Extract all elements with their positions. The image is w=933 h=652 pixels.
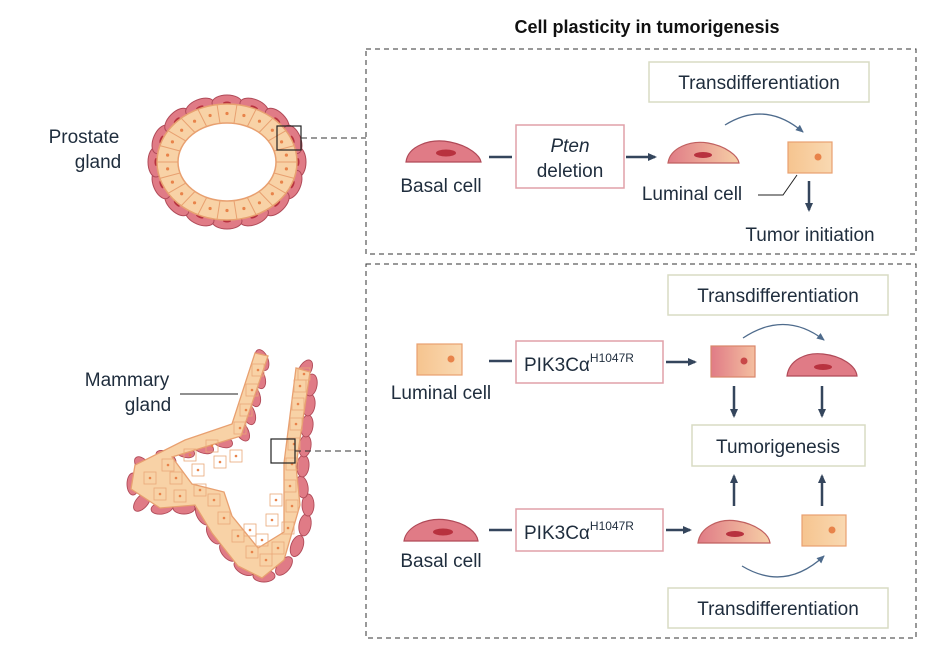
bottom-transdiff-bottom-label: Transdifferentiation: [697, 599, 859, 620]
bottom-luminal-cell-label: Luminal cell: [391, 383, 491, 404]
pik3ca-luminal-label: PIK3CαH1047R: [524, 351, 634, 376]
bottom-panel: [365, 263, 917, 639]
bottom-transdiff-top-box: [667, 274, 889, 316]
bottom-transdiff-bottom-box: [667, 587, 889, 629]
tumorigenesis-label: Tumorigenesis: [716, 437, 840, 458]
mammary-gland-illustration: [126, 349, 318, 583]
top-transdiff-box: [648, 61, 870, 103]
pten-gene-label: Pten: [550, 136, 589, 157]
bottom-luminal-result-cell: [801, 514, 847, 547]
bottom-basal-cell-label: Basal cell: [400, 551, 481, 572]
prostate-label-line2: gland: [75, 152, 122, 173]
bottom-transdiff-top-arrow: [742, 323, 825, 341]
pik3ca-box-basal: [515, 508, 664, 552]
bottom-luminal-cell: [416, 343, 463, 376]
mammary-label-line1: Mammary: [85, 370, 170, 391]
top-transdiff-arrow: [724, 113, 804, 133]
pik3ca-basal-label: PIK3CαH1047R: [524, 519, 634, 544]
tumor-initiation-label: Tumor initiation: [745, 225, 874, 246]
top-luminal-leader: [758, 174, 798, 196]
mammary-label-line2: gland: [125, 395, 172, 416]
tumorigenesis-box: [691, 424, 866, 467]
pten-deletion-label: deletion: [537, 161, 604, 182]
pik3ca-box-luminal: [515, 340, 664, 384]
top-luminal-cell: [787, 141, 833, 174]
top-basal-cell-label: Basal cell: [400, 176, 481, 197]
bottom-transdiff-top-label: Transdifferentiation: [697, 286, 859, 307]
bottom-luminal-transforming-cell: [710, 345, 756, 378]
top-luminal-cell-label: Luminal cell: [642, 184, 742, 205]
bottom-transdiff-bottom-arrow: [741, 555, 825, 578]
prostate-label-line1: Prostate: [49, 127, 120, 148]
top-transdiff-label: Transdifferentiation: [678, 73, 840, 94]
figure-title: Cell plasticity in tumorigenesis: [514, 17, 779, 37]
pten-deletion-box: [515, 124, 625, 189]
top-panel: [365, 48, 917, 255]
prostate-gland-illustration: [147, 94, 307, 230]
